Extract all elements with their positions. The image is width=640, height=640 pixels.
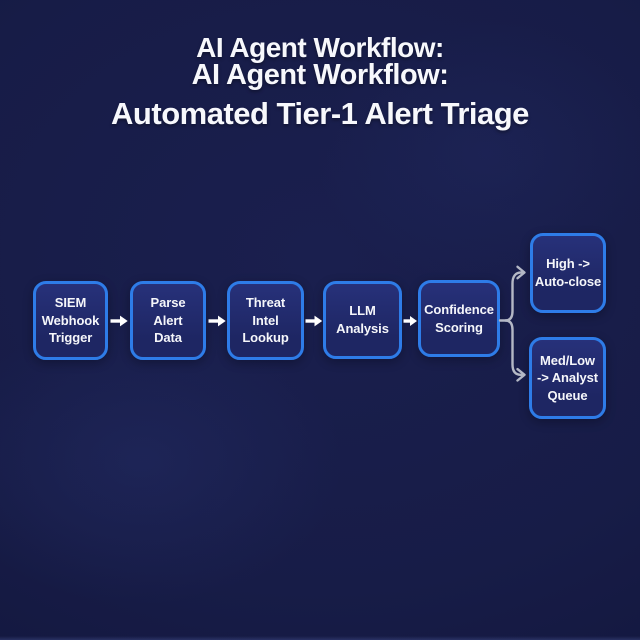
- node-high-auto-close: High -> Auto-close: [530, 233, 606, 313]
- node-label: SIEM Webhook Trigger: [41, 295, 100, 346]
- node-label: Threat Intel Lookup: [242, 295, 289, 346]
- branch-arrowhead-icon: [516, 367, 526, 382]
- main-title-line-1: AI Agent Workflow:: [196, 32, 444, 63]
- node-label: LLM Analysis: [336, 303, 389, 336]
- flow-arrow-icon: [305, 315, 323, 327]
- branch-arrowhead-icon: [516, 265, 526, 280]
- node-label: Med/Low -> Analyst Queue: [536, 352, 598, 403]
- branch-connector: [498, 265, 526, 382]
- bottom-edge-glow: [0, 636, 640, 640]
- node-label: High -> Auto-close: [534, 256, 602, 289]
- node-label: Parse Alert Data: [150, 295, 186, 346]
- main-title-line-2: AI Agent Workflow:: [191, 59, 449, 91]
- node-label: Confidence Scoring: [424, 301, 494, 335]
- node-llm-analysis: LLM Analysis: [323, 281, 402, 359]
- node-confidence-scoring: Confidence Scoring: [418, 280, 500, 357]
- flow-arrow-icon: [110, 315, 128, 327]
- subtitle: Automated Tier-1 Alert Triage: [111, 96, 529, 131]
- node-parse-alert-data: Parse Alert Data: [130, 281, 206, 360]
- node-siem-webhook-trigger: SIEM Webhook Trigger: [33, 281, 108, 360]
- node-threat-intel-lookup: Threat Intel Lookup: [227, 281, 304, 360]
- node-med-low-analyst-queue: Med/Low -> Analyst Queue: [529, 337, 606, 419]
- flow-arrow-icon: [403, 316, 417, 326]
- flow-arrow-icon: [208, 315, 226, 327]
